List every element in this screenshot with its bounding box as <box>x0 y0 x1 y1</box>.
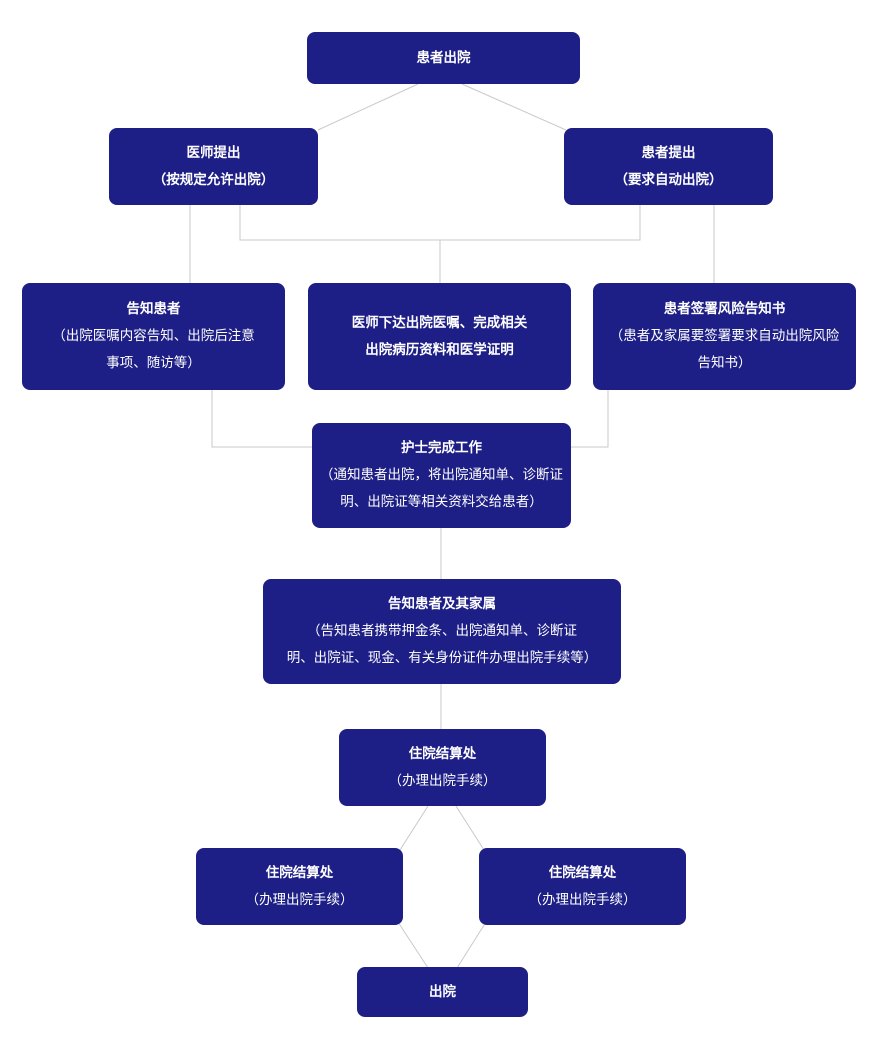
node-settlement-right-subtitle: （办理出院手续） <box>528 891 637 908</box>
connector-left-to-end <box>397 921 429 969</box>
node-discharge-end-title: 出院 <box>429 983 456 1000</box>
node-notify-family-detail-line1: （告知患者携带押金条、出院通知单、诊断证 <box>307 623 577 639</box>
connector-settlement-to-right <box>455 805 485 851</box>
node-risk-consent-detail-line1: （患者及家属要签署要求自动出院风险 <box>609 328 840 344</box>
node-notify-family-detail-line2: 明、出院证、现金、有关身份证件办理出院手续等） <box>286 650 598 666</box>
node-patient-proposed-title: 患者提出 <box>641 144 696 161</box>
node-settlement-right: 住院结算处 （办理出院手续） <box>479 848 686 925</box>
node-notify-patient-detail-line1: （出院医嘱内容告知、出院后注意 <box>52 328 255 344</box>
connector-risk-to-nurse <box>571 390 609 448</box>
node-doctor-proposed-title: 医师提出 <box>186 144 241 161</box>
node-notify-family-title: 告知患者及其家属 <box>388 596 496 612</box>
connector-notify-to-nurse <box>211 390 312 448</box>
node-doctor-orders-title-line1: 医师下达出院医嘱、完成相关 <box>351 314 528 331</box>
connector-start-to-patient <box>461 83 567 131</box>
connector-right-to-end <box>456 921 487 969</box>
node-notify-patient-title: 告知患者 <box>126 301 181 317</box>
node-nurse-work-detail-line2: 明、出院证等相关资料交给患者） <box>340 494 543 510</box>
node-nurse-work-title: 护士完成工作 <box>401 440 482 456</box>
connector-proposals-to-orders <box>239 205 641 241</box>
node-doctor-proposed: 医师提出 （按规定允许出院） <box>109 128 318 205</box>
node-notify-patient-detail-line2: 事项、随访等） <box>106 355 201 371</box>
node-discharge-end: 出院 <box>357 967 528 1017</box>
node-notify-patient: 告知患者 （出院医嘱内容告知、出院后注意 事项、随访等） <box>22 283 285 390</box>
node-doctor-orders-title-line2: 出院病历资料和医学证明 <box>365 341 514 358</box>
connector-settlement-to-left <box>399 805 429 851</box>
node-risk-consent-title: 患者签署风险告知书 <box>663 301 786 317</box>
node-settlement-right-title: 住院结算处 <box>548 864 617 881</box>
node-discharge-start-title: 患者出院 <box>416 49 471 66</box>
node-risk-consent-detail-line2: 告知书） <box>697 355 752 371</box>
node-risk-consent: 患者签署风险告知书 （患者及家属要签署要求自动出院风险 告知书） <box>593 283 856 390</box>
connector-start-to-doctor <box>317 83 419 131</box>
node-settlement-left: 住院结算处 （办理出院手续） <box>196 848 403 925</box>
node-settlement-left-subtitle: （办理出院手续） <box>245 891 354 908</box>
node-patient-proposed-subtitle: （要求自动出院） <box>614 171 723 188</box>
node-doctor-orders: 医师下达出院医嘱、完成相关 出院病历资料和医学证明 <box>308 283 571 390</box>
node-settlement-main-subtitle: （办理出院手续） <box>388 772 497 789</box>
node-nurse-work-detail-line1: （通知患者出院，将出院通知单、诊断证 <box>320 467 563 483</box>
node-notify-family: 告知患者及其家属 （告知患者携带押金条、出院通知单、诊断证 明、出院证、现金、有… <box>263 579 621 684</box>
node-doctor-proposed-subtitle: （按规定允许出院） <box>152 171 275 188</box>
node-nurse-work: 护士完成工作 （通知患者出院，将出院通知单、诊断证 明、出院证等相关资料交给患者… <box>312 423 571 528</box>
node-settlement-left-title: 住院结算处 <box>265 864 334 881</box>
node-patient-proposed: 患者提出 （要求自动出院） <box>564 128 773 205</box>
node-settlement-main: 住院结算处 （办理出院手续） <box>339 729 546 806</box>
node-settlement-main-title: 住院结算处 <box>408 745 477 762</box>
node-discharge-start: 患者出院 <box>307 32 580 84</box>
